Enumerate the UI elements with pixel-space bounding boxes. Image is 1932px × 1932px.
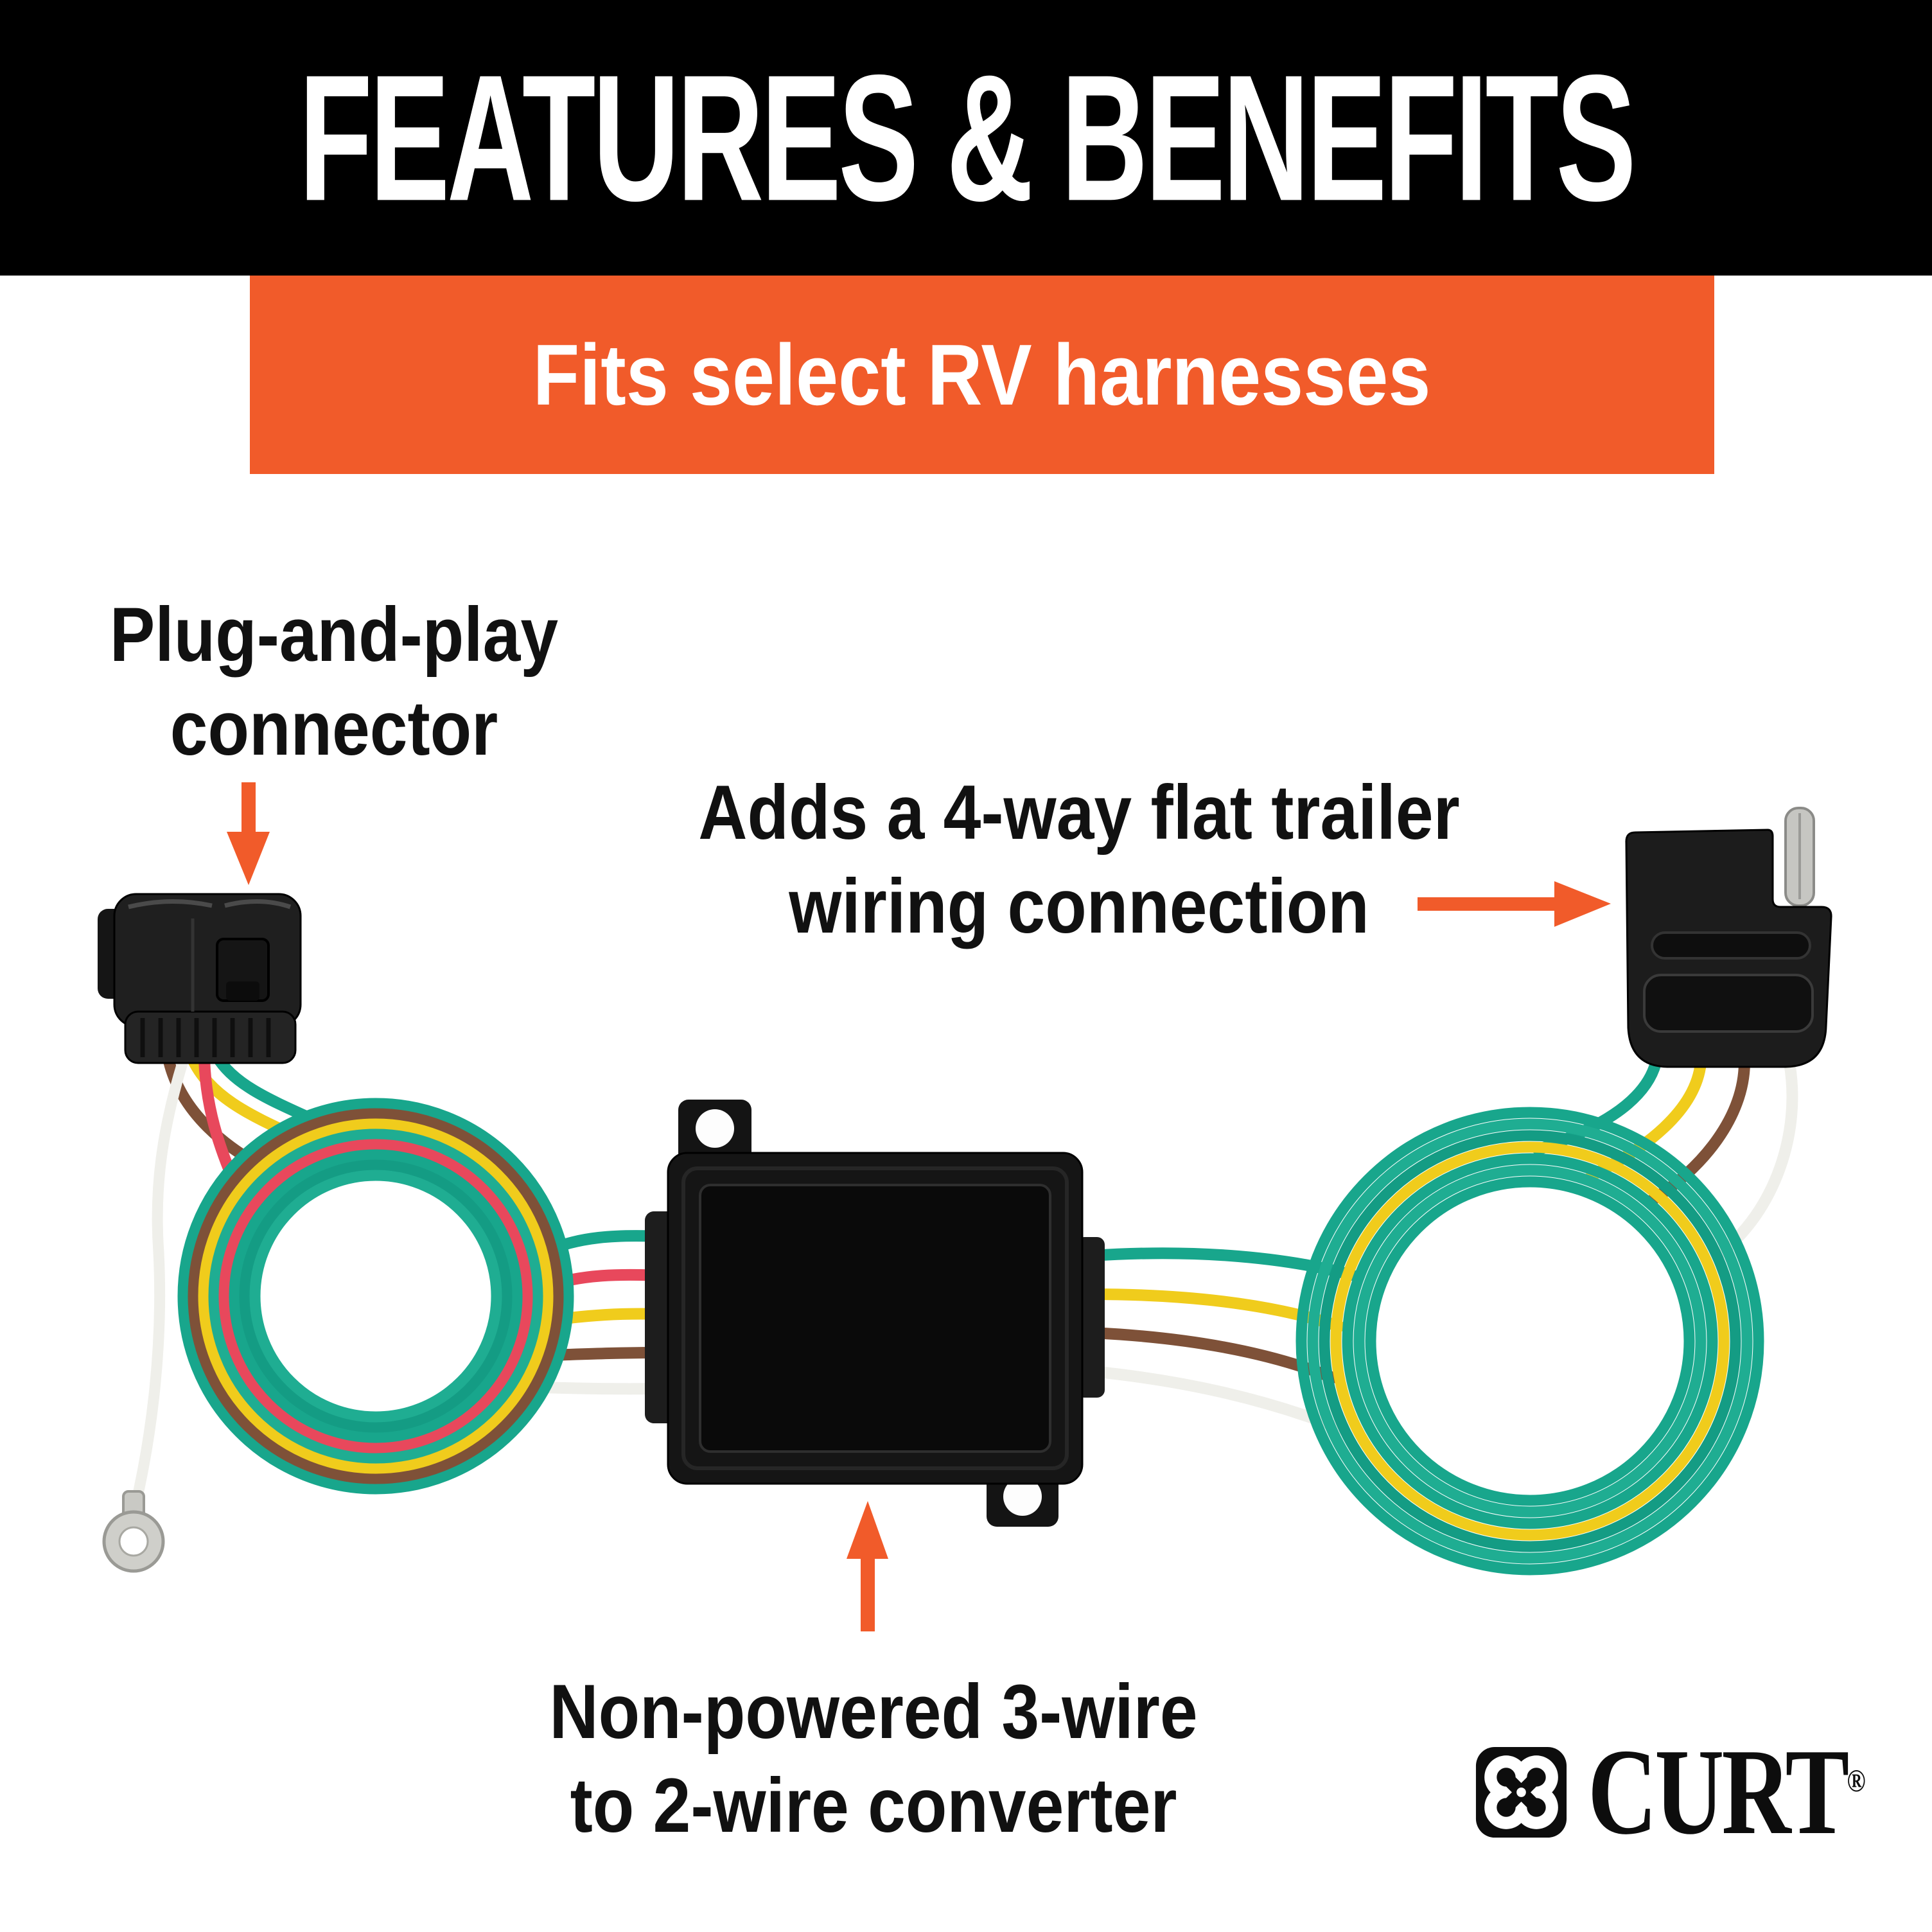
callout-4way-label: Adds a 4-way flat trailer wiring connect…	[683, 766, 1475, 954]
callout-plug-line2: connector	[170, 685, 498, 772]
left-wire-coil	[177, 1098, 574, 1495]
callout-plug-label: Plug-and-play connector	[108, 588, 560, 776]
left-connector	[98, 893, 302, 1064]
registered-mark: ®	[1847, 1762, 1866, 1798]
right-connector	[1625, 807, 1832, 1068]
curt-wordmark: CURT®	[1588, 1730, 1866, 1854]
callout-4way-line1: Adds a 4-way flat trailer	[698, 769, 1460, 856]
down-arrow-icon	[227, 782, 270, 885]
callout-4way-line2: wiring connection	[789, 863, 1369, 950]
callout-converter-line2: to 2-wire converter	[570, 1762, 1177, 1849]
curt-clover-icon	[1475, 1746, 1567, 1838]
right-arrow-icon	[1418, 881, 1611, 927]
right-wire-coil	[1295, 1107, 1764, 1576]
converter-box	[645, 1100, 1105, 1527]
subtitle-banner: Fits select RV harnesses	[250, 276, 1714, 474]
page-title: FEATURES & BENEFITS	[299, 37, 1636, 238]
curt-logo: CURT®	[1474, 1730, 1932, 1854]
ring-terminal	[102, 1490, 165, 1573]
callout-plug-line1: Plug-and-play	[109, 592, 559, 678]
up-arrow-icon	[847, 1501, 888, 1631]
ground-wire	[128, 1055, 189, 1516]
header-banner: FEATURES & BENEFITS	[0, 0, 1932, 276]
callout-converter-line1: Non-powered 3-wire	[549, 1669, 1198, 1755]
callout-converter-label: Non-powered 3-wire to 2-wire converter	[478, 1665, 1269, 1853]
curt-wordmark-text: CURT	[1588, 1723, 1849, 1860]
subtitle-text: Fits select RV harnesses	[533, 326, 1431, 423]
